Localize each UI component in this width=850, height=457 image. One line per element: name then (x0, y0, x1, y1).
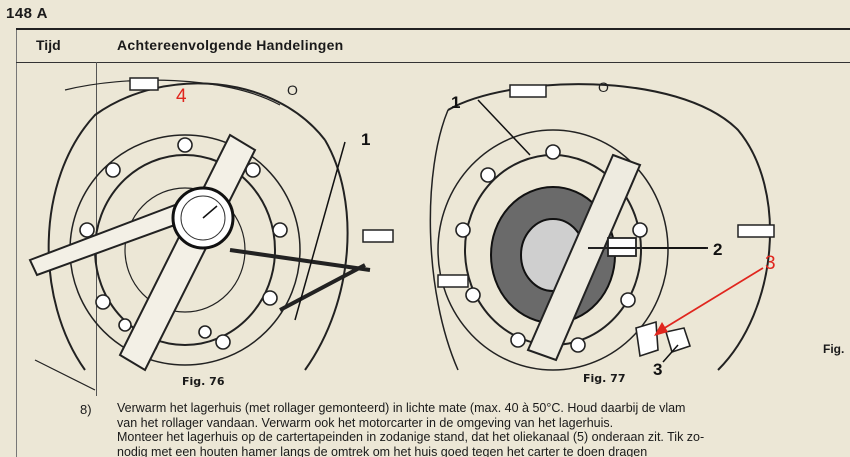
annotation-1-right: 1 (451, 93, 461, 112)
step-number: 8) (80, 402, 92, 417)
annotation-4-red: 4 (176, 86, 187, 107)
page-number: 148 A (6, 5, 48, 22)
instruction-line: nodig met een houten hamer langs de omtr… (117, 444, 648, 457)
fig-77-illustration: O (429, 79, 775, 371)
step-instruction: Verwarm het lagerhuis (met rollager gemo… (117, 401, 704, 457)
instruction-line: Monteer het lagerhuis op de cartertapein… (117, 430, 705, 444)
svg-text:O: O (287, 82, 298, 98)
fig-edge-caption: Fig. (823, 342, 845, 356)
column-header-time: Tijd (36, 37, 61, 53)
page-margin-rule (16, 30, 17, 457)
fig-76-caption: Fig. 76 (182, 375, 225, 388)
instruction-line: van het rollager vandaan. Verwarm ook he… (117, 415, 614, 430)
annotation-3: 3 (653, 360, 663, 379)
svg-text:O: O (598, 79, 609, 95)
table-header-bar (16, 28, 850, 63)
column-header-actions: Achtereenvolgende Handelingen (117, 37, 344, 53)
annotation-3-red: 3 (765, 253, 776, 274)
fig-77-caption: Fig. 77 (583, 372, 626, 385)
annotation-1-left: 1 (361, 130, 371, 149)
fig-76-illustration: O (28, 77, 394, 391)
annotation-2: 2 (713, 240, 723, 259)
instruction-line: Verwarm het lagerhuis (met rollager gemo… (117, 401, 686, 415)
